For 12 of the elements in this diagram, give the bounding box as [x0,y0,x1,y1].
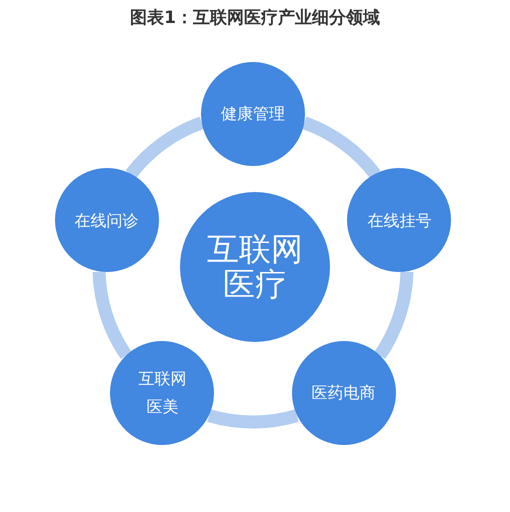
ring-arc [374,271,414,359]
ring-arc [126,116,204,179]
ring-arc [208,409,298,428]
chart-title: 图表1：互联网医疗产业细分领域 [129,7,381,29]
topic-circle: 医药电商 [292,340,396,445]
ring-arc [92,271,132,359]
ring-arc [302,116,380,179]
center-circle: 互联网医疗 [180,192,330,342]
topic-circle: 健康管理 [201,62,305,166]
topic-circle: 互联网医美 [110,340,214,445]
topic-circle: 在线问诊 [54,168,159,272]
topic-circle: 在线挂号 [347,168,452,272]
